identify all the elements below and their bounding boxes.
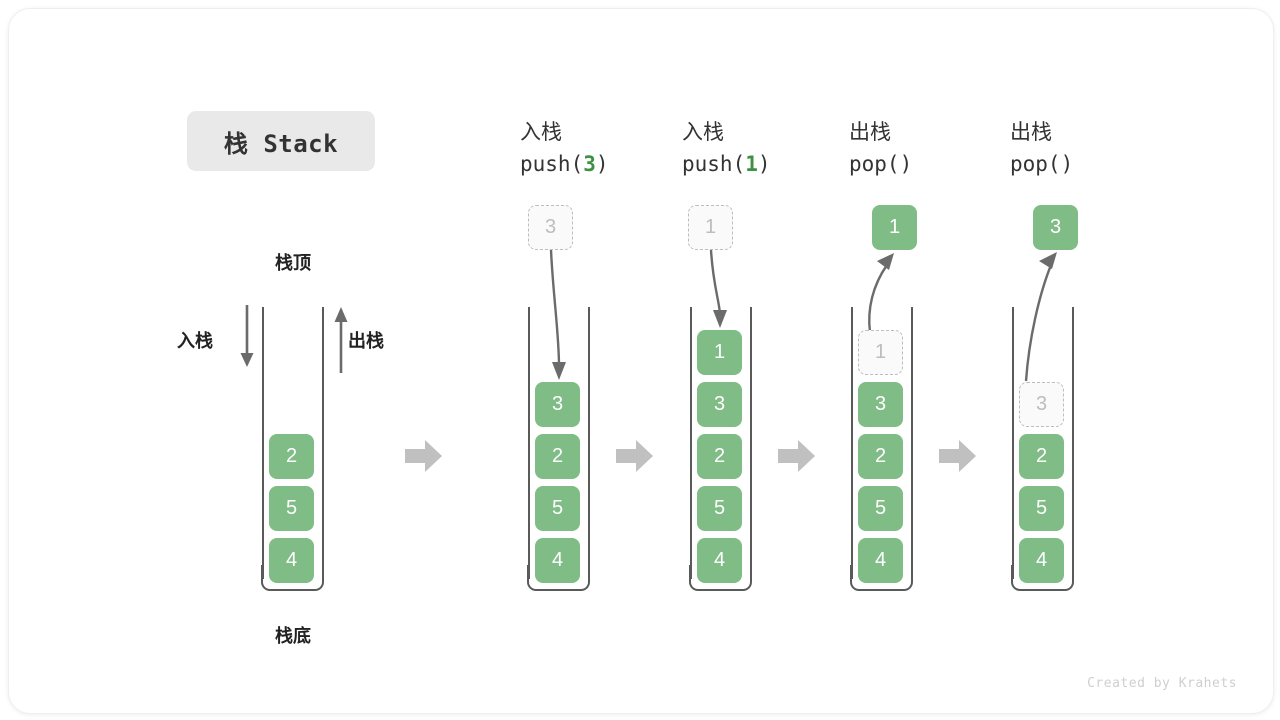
stack-element: 5 [1019, 486, 1064, 531]
stack-wall-left [851, 307, 853, 579]
stack-element-ghost: 3 [1019, 382, 1064, 427]
diagram-stage: 栈 Stack 栈顶 入栈 出栈 2 5 4 栈底 入栈 [9, 9, 1273, 713]
stack-bottom-curve [689, 565, 752, 591]
pop-motion-arrow-icon [868, 253, 894, 333]
flow-arrow-icon [616, 440, 653, 472]
op-code-suffix: ) [1060, 152, 1074, 176]
op-code-prefix: push( [682, 152, 746, 176]
stack-element: 3 [535, 382, 580, 427]
pop-motion-arrow-icon [1024, 252, 1057, 382]
stack-bottom-curve [527, 565, 590, 591]
stack-element: 5 [269, 486, 314, 531]
stack-element: 4 [535, 538, 580, 583]
stack-element: 1 [697, 330, 742, 375]
stack-element: 4 [858, 538, 903, 583]
footer-credit: Created by Krahets [1087, 676, 1237, 691]
push-side-label: 入栈 [177, 331, 213, 351]
stack-wall-left [690, 307, 692, 579]
stack-element: 5 [535, 486, 580, 531]
stack-element: 4 [697, 538, 742, 583]
stack-element: 5 [697, 486, 742, 531]
stack-element: 2 [858, 434, 903, 479]
diagram-title-chip: 栈 Stack [187, 111, 375, 171]
stack-element: 3 [697, 382, 742, 427]
stack-element: 2 [697, 434, 742, 479]
stack-bottom-curve [850, 565, 913, 591]
floating-element-ghost: 1 [688, 205, 733, 250]
step-op-code: pop() [849, 152, 912, 176]
stack-wall-left [262, 307, 264, 579]
stack-element: 4 [1019, 538, 1064, 583]
step-op-cn: 入栈 [682, 121, 724, 144]
step-op-code: push(1) [682, 152, 771, 176]
stack-element: 5 [858, 486, 903, 531]
push-motion-arrow-icon [549, 249, 566, 380]
pop-side-label: 出栈 [348, 331, 384, 351]
op-code-suffix: ) [595, 152, 609, 176]
pop-direction-arrow-icon [334, 307, 348, 373]
op-code-prefix: pop( [849, 152, 900, 176]
stack-element: 4 [269, 538, 314, 583]
stack-wall-right [322, 307, 324, 579]
stack-wall-right [1072, 307, 1074, 579]
op-code-suffix: ) [899, 152, 913, 176]
step-op-code: pop() [1010, 152, 1073, 176]
flow-arrow-icon [778, 440, 815, 472]
op-code-value: 1 [745, 152, 758, 176]
stack-bottom-curve [1011, 565, 1074, 591]
stack-wall-right [588, 307, 590, 579]
op-code-prefix: push( [520, 152, 584, 176]
stack-wall-left [528, 307, 530, 579]
push-motion-arrow-icon [709, 249, 727, 328]
stack-top-label: 栈顶 [275, 253, 311, 273]
stack-element: 2 [535, 434, 580, 479]
step-op-cn: 出栈 [849, 121, 891, 144]
stack-bottom-label: 栈底 [275, 626, 311, 646]
step-op-cn: 出栈 [1010, 121, 1052, 144]
push-direction-arrow-icon [240, 305, 254, 367]
stack-wall-right [750, 307, 752, 579]
stack-element-ghost: 1 [858, 330, 903, 375]
floating-element-ghost: 3 [528, 205, 573, 250]
stack-element: 2 [1019, 434, 1064, 479]
op-code-suffix: ) [757, 152, 771, 176]
stack-element: 2 [269, 434, 314, 479]
stack-element: 3 [858, 382, 903, 427]
step-op-code: push(3) [520, 152, 609, 176]
diagram-card: 栈 Stack 栈顶 入栈 出栈 2 5 4 栈底 入栈 [8, 8, 1274, 714]
op-code-value: 3 [583, 152, 596, 176]
popped-element: 3 [1033, 205, 1078, 250]
stack-wall-right [911, 307, 913, 579]
stack-wall-left [1012, 307, 1014, 579]
op-code-prefix: pop( [1010, 152, 1061, 176]
flow-arrow-icon [939, 440, 976, 472]
step-op-cn: 入栈 [520, 121, 562, 144]
stack-bottom-curve [261, 565, 324, 591]
popped-element: 1 [872, 205, 917, 250]
flow-arrow-icon [405, 440, 442, 472]
